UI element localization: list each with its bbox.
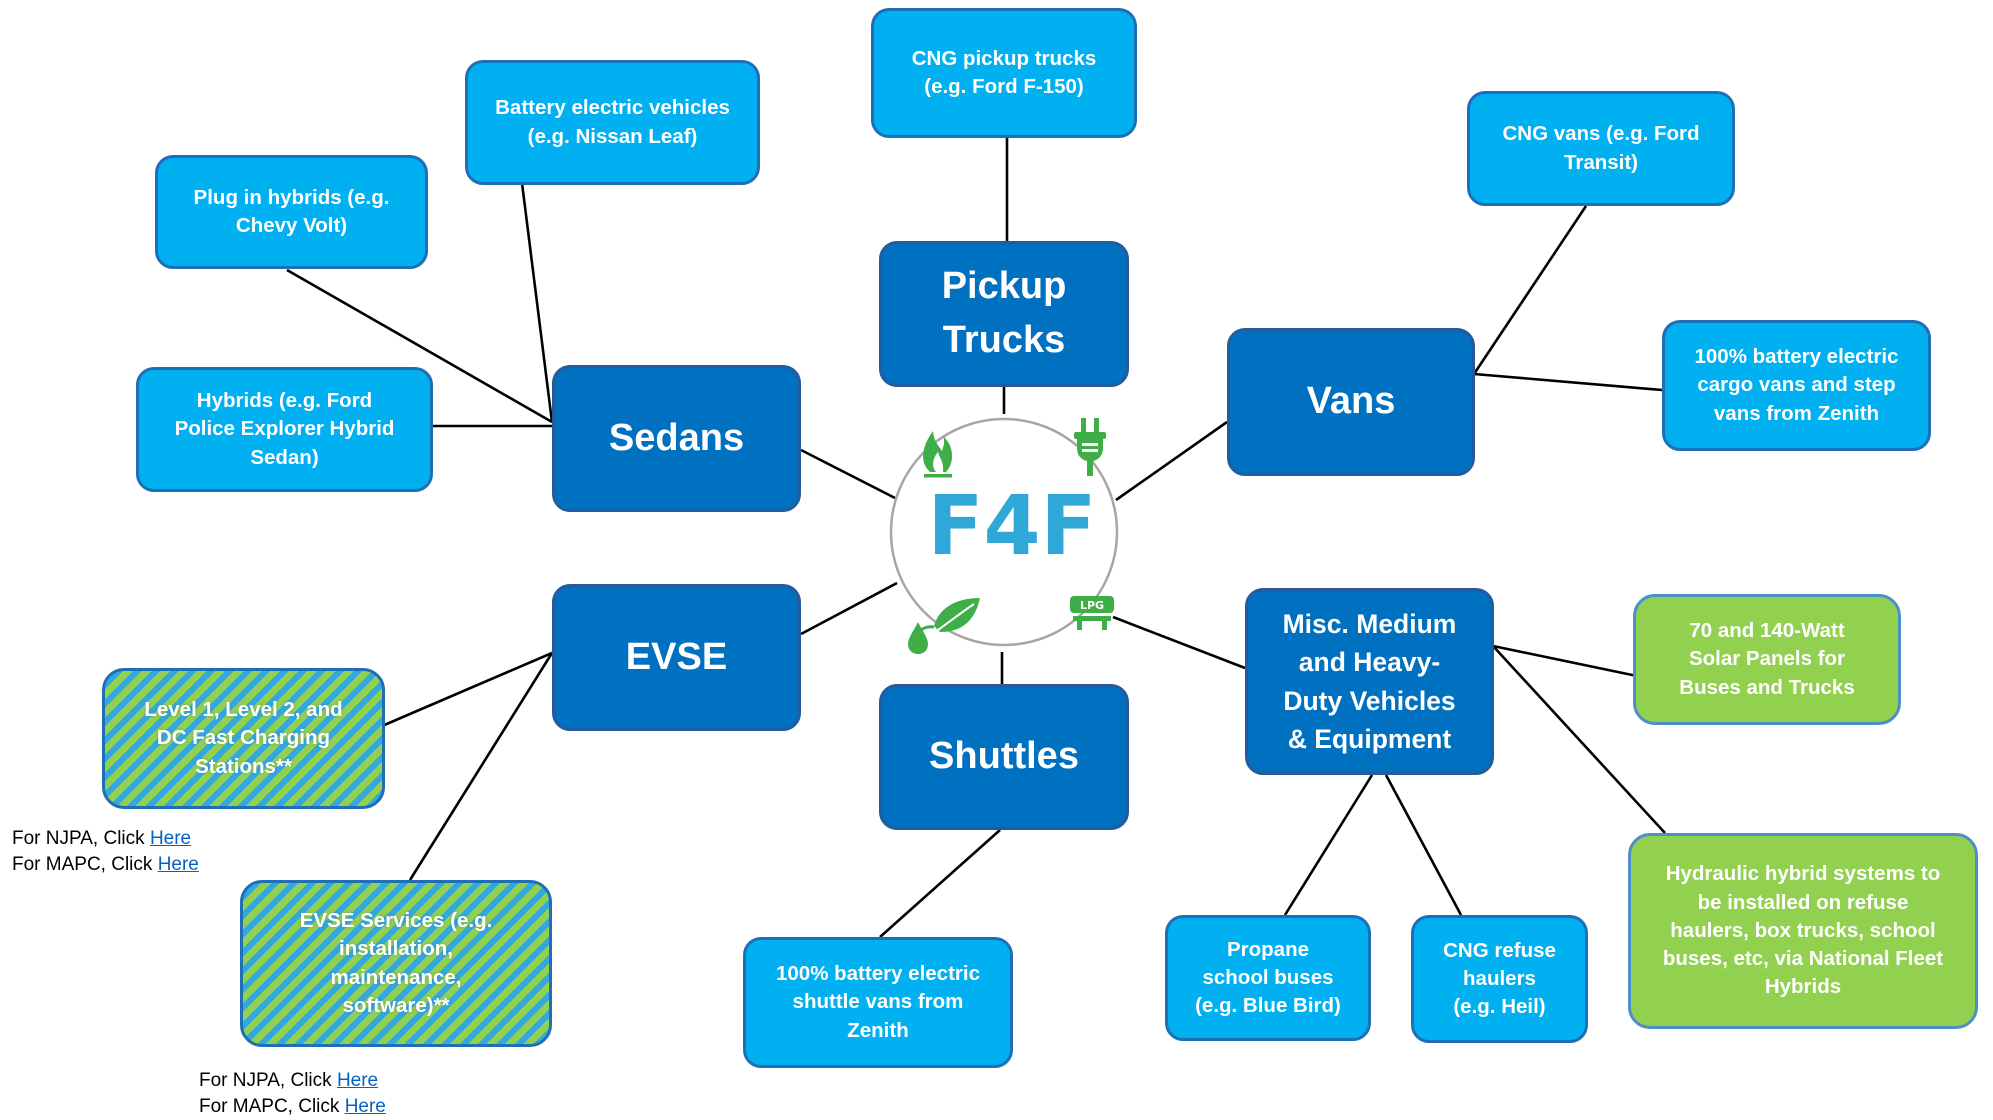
lpg-tank-icon: LPG bbox=[1070, 596, 1114, 630]
link-prefix: For NJPA, Click bbox=[199, 1070, 337, 1091]
link-prefix: For MAPC, Click bbox=[199, 1096, 345, 1117]
leaf-cng-refuse-haulers[interactable]: CNG refuse haulers (e.g. Heil) bbox=[1411, 915, 1588, 1043]
njpa-here-link[interactable]: Here bbox=[336, 1070, 379, 1091]
lpg-label: LPG bbox=[1080, 599, 1104, 612]
leaf-evse-services[interactable]: EVSE Services (e.g. installation, mainte… bbox=[240, 880, 552, 1047]
leaf-cng-vans[interactable]: CNG vans (e.g. Ford Transit) bbox=[1467, 91, 1735, 206]
leaf-hydraulic-hybrid[interactable]: Hydraulic hybrid systems to be installed… bbox=[1628, 833, 1978, 1029]
leaf-cng-pickup-trucks[interactable]: CNG pickup trucks (e.g. Ford F-150) bbox=[871, 8, 1137, 138]
leaf-plug-in-hybrids[interactable]: Plug in hybrids (e.g. Chevy Volt) bbox=[155, 155, 428, 269]
leaf-drop-icon bbox=[908, 598, 980, 654]
mapc-link-line-services: For MAPC, Click Here bbox=[199, 1095, 386, 1120]
mapc-here-link[interactable]: Here bbox=[157, 854, 199, 875]
category-misc-heavy-duty[interactable]: Misc. Medium and Heavy- Duty Vehicles & … bbox=[1245, 588, 1494, 775]
link-prefix: For NJPA, Click bbox=[12, 828, 150, 849]
njpa-link-line-charging: For NJPA, Click Here bbox=[12, 827, 191, 852]
category-vans[interactable]: Vans bbox=[1227, 328, 1475, 476]
leaf-charging-stations[interactable]: Level 1, Level 2, and DC Fast Charging S… bbox=[102, 668, 385, 809]
leaf-hybrids[interactable]: Hybrids (e.g. Ford Police Explorer Hybri… bbox=[136, 367, 433, 492]
mapc-here-link[interactable]: Here bbox=[344, 1096, 386, 1117]
leaf-propane-school-buses[interactable]: Propane school buses (e.g. Blue Bird) bbox=[1165, 915, 1371, 1041]
link-prefix: For MAPC, Click bbox=[12, 854, 158, 875]
leaf-battery-electric-vehicles[interactable]: Battery electric vehicles (e.g. Nissan L… bbox=[465, 60, 760, 185]
njpa-here-link[interactable]: Here bbox=[149, 828, 192, 849]
category-shuttles[interactable]: Shuttles bbox=[879, 684, 1129, 830]
category-evse[interactable]: EVSE bbox=[552, 584, 801, 731]
njpa-link-line-services: For NJPA, Click Here bbox=[199, 1069, 378, 1094]
leaf-solar-panels[interactable]: 70 and 140-Watt Solar Panels for Buses a… bbox=[1633, 594, 1901, 725]
category-pickup-trucks[interactable]: Pickup Trucks bbox=[879, 241, 1129, 387]
leaf-battery-shuttle-vans[interactable]: 100% battery electric shuttle vans from … bbox=[743, 937, 1013, 1068]
hub-title: F4F bbox=[927, 479, 1097, 574]
mapc-link-line-charging: For MAPC, Click Here bbox=[12, 853, 199, 878]
leaf-battery-cargo-vans[interactable]: 100% battery electric cargo vans and ste… bbox=[1662, 320, 1931, 451]
category-sedans[interactable]: Sedans bbox=[552, 365, 801, 512]
plug-icon bbox=[1074, 418, 1106, 476]
flame-icon bbox=[923, 431, 953, 478]
